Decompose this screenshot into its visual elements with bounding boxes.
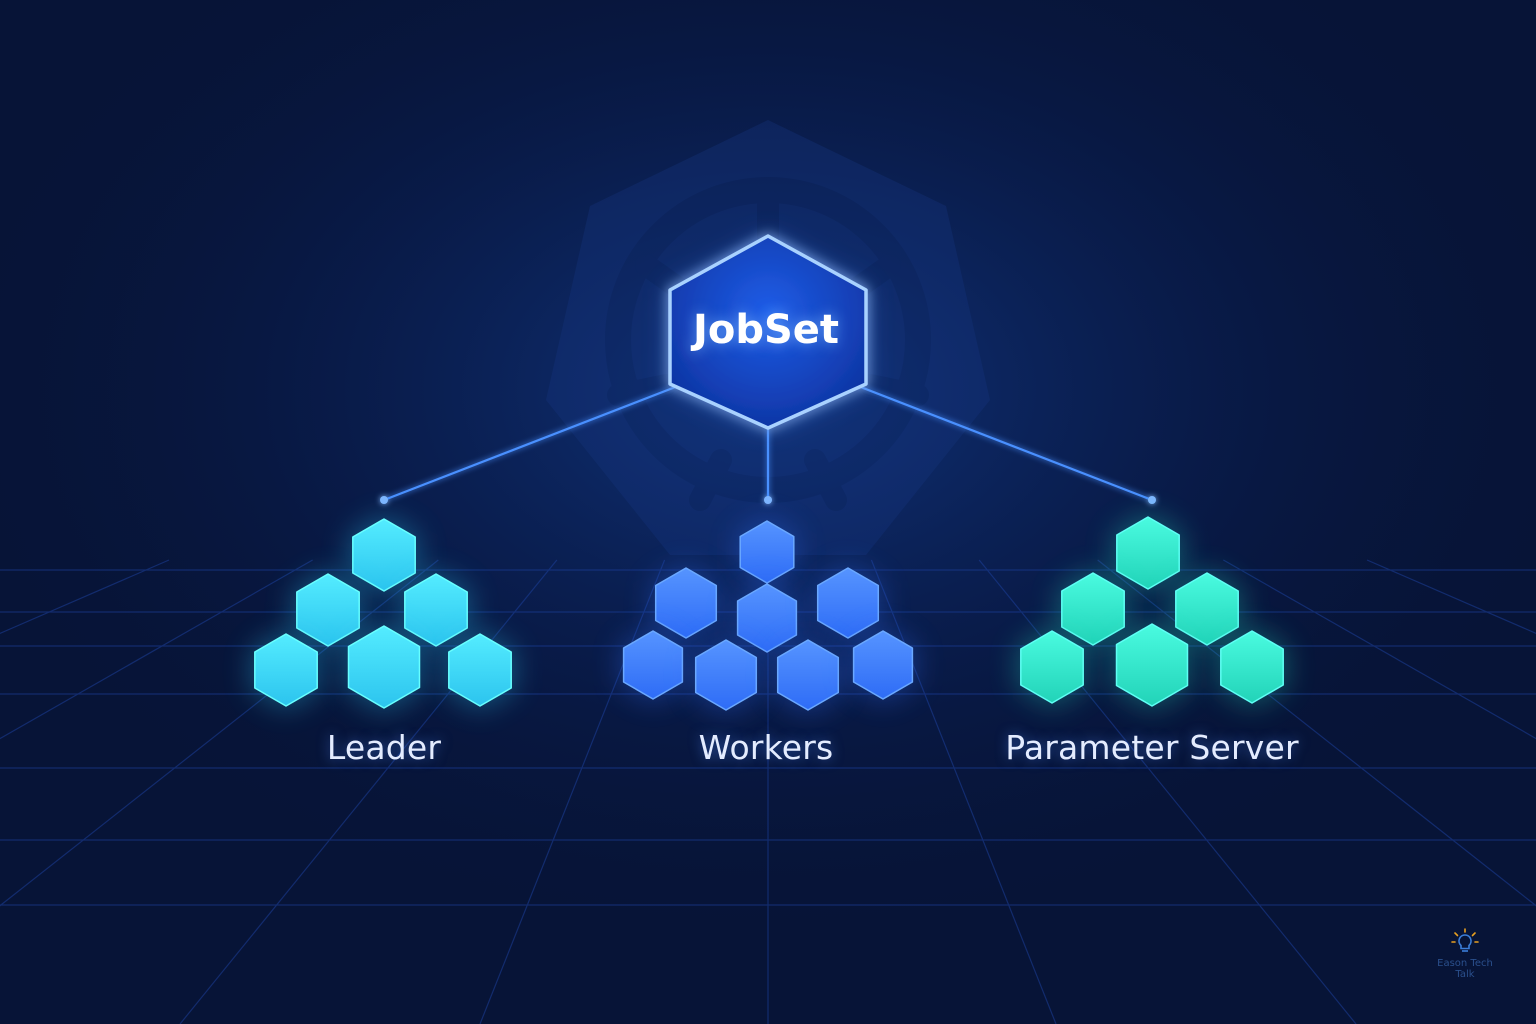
- pod-hexagon-icon: [622, 630, 684, 700]
- pod-hexagon-icon: [1115, 623, 1189, 707]
- pod-hexagon-icon: [1020, 630, 1084, 704]
- watermark-line-2: Talk: [1455, 969, 1475, 980]
- pod-hexagon-icon: [347, 625, 421, 709]
- grid-line-vertical: [179, 559, 558, 1024]
- pod-hexagon-icon: [736, 583, 798, 653]
- grid-line-vertical: [870, 559, 1057, 1024]
- connector-parameter-server: [857, 384, 1153, 502]
- pod-hexagon-icon: [296, 573, 360, 647]
- group-label-parameter-server: Parameter Server: [1005, 728, 1299, 767]
- pod-clusters: [251, 513, 1287, 714]
- pod-hexagon-icon: [816, 567, 880, 639]
- grid-line-vertical: [1223, 559, 1536, 740]
- group-label-leader: Leader: [326, 728, 442, 767]
- pod-hexagon-icon: [1175, 572, 1239, 646]
- pod-cluster-leader: [251, 515, 515, 712]
- pod-hexagon-icon: [254, 633, 318, 707]
- pod-hexagon-icon: [1220, 630, 1284, 704]
- pod-hexagon-icon: [448, 633, 512, 707]
- pod-cluster-workers: [620, 517, 916, 714]
- grid-line-vertical: [479, 559, 666, 1024]
- jobset-node: [668, 234, 868, 430]
- connector-dot-workers: [764, 496, 772, 504]
- pod-hexagon-icon: [852, 630, 914, 700]
- grid-line-vertical: [0, 559, 313, 740]
- pod-hexagon-icon: [1061, 572, 1125, 646]
- connector-dot-leader: [380, 496, 388, 504]
- jobset-hexagon-shape: [668, 234, 868, 430]
- pod-cluster-parameter-server: [1017, 513, 1287, 710]
- pod-hexagon-icon: [1116, 516, 1180, 590]
- jobset-label: JobSet: [692, 307, 840, 353]
- pod-hexagon-icon: [654, 567, 718, 639]
- connector-leader: [383, 384, 679, 502]
- watermark-line-1: Eason Tech: [1437, 958, 1493, 969]
- pod-hexagon-icon: [694, 639, 758, 711]
- group-label-workers: Workers: [698, 728, 834, 767]
- connector-dot-parameter-server: [1148, 496, 1156, 504]
- connector-lines: [380, 384, 1156, 504]
- watermark: Eason Tech Talk: [1427, 928, 1503, 980]
- pod-hexagon-icon: [776, 639, 840, 711]
- pod-hexagon-icon: [352, 518, 416, 592]
- lightbulb-icon: [1451, 928, 1479, 952]
- pod-hexagon-icon: [404, 573, 468, 647]
